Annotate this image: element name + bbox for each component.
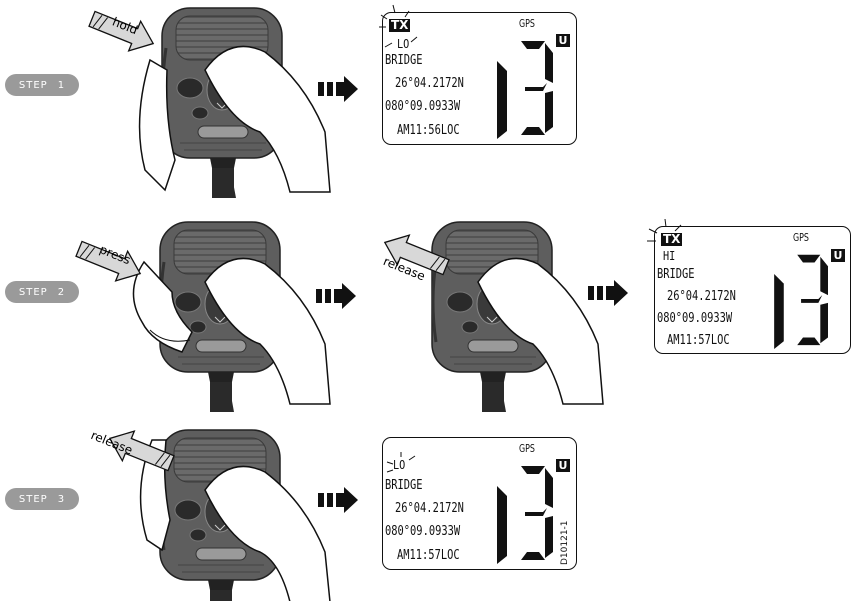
power-level: HI [663,249,675,263]
clock: AM11:57LOC [397,548,460,563]
channel-13-segments [495,35,559,139]
gps-indicator: GPS [519,17,535,30]
clock: AM11:57LOC [667,333,730,348]
longitude: 080°09.0933W [385,524,460,539]
figure-code: D10121-1 [560,505,570,565]
step-1-flow-arrow [318,76,358,102]
latitude: 26°04.2172N [395,76,464,91]
longitude: 080°09.0933W [657,311,732,326]
channel-13-segments [771,249,835,349]
lcd-display-step-2: TX HI BRIDGE 26°04.2172N 080°09.0933W AM… [654,226,851,354]
gps-indicator: GPS [793,231,809,244]
station-name: BRIDGE [657,267,695,282]
longitude: 080°09.0933W [385,99,460,114]
lcd-display-step-1: TX LO BRIDGE 26°04.2172N 080°09.0933W AM… [382,12,577,145]
step-3-flow-arrow [318,487,358,513]
lcd-display-step-3: LO BRIDGE 26°04.2172N 080°09.0933W AM11:… [382,437,577,570]
station-name: BRIDGE [385,53,423,68]
step-2-press-microphone [133,222,330,412]
step-2-release-microphone [432,222,603,412]
latitude: 26°04.2172N [395,501,464,516]
step-2-flow-arrow-a [316,283,356,309]
clock: AM11:56LOC [397,123,460,138]
gps-indicator: GPS [519,442,535,455]
step-1-microphone [140,8,330,198]
power-flash-icon [383,33,423,53]
step-2-flow-arrow-b [588,280,628,306]
channel-13-segments [495,460,559,564]
power-flash-icon [385,452,425,476]
station-name: BRIDGE [385,478,423,493]
latitude: 26°04.2172N [667,289,736,304]
